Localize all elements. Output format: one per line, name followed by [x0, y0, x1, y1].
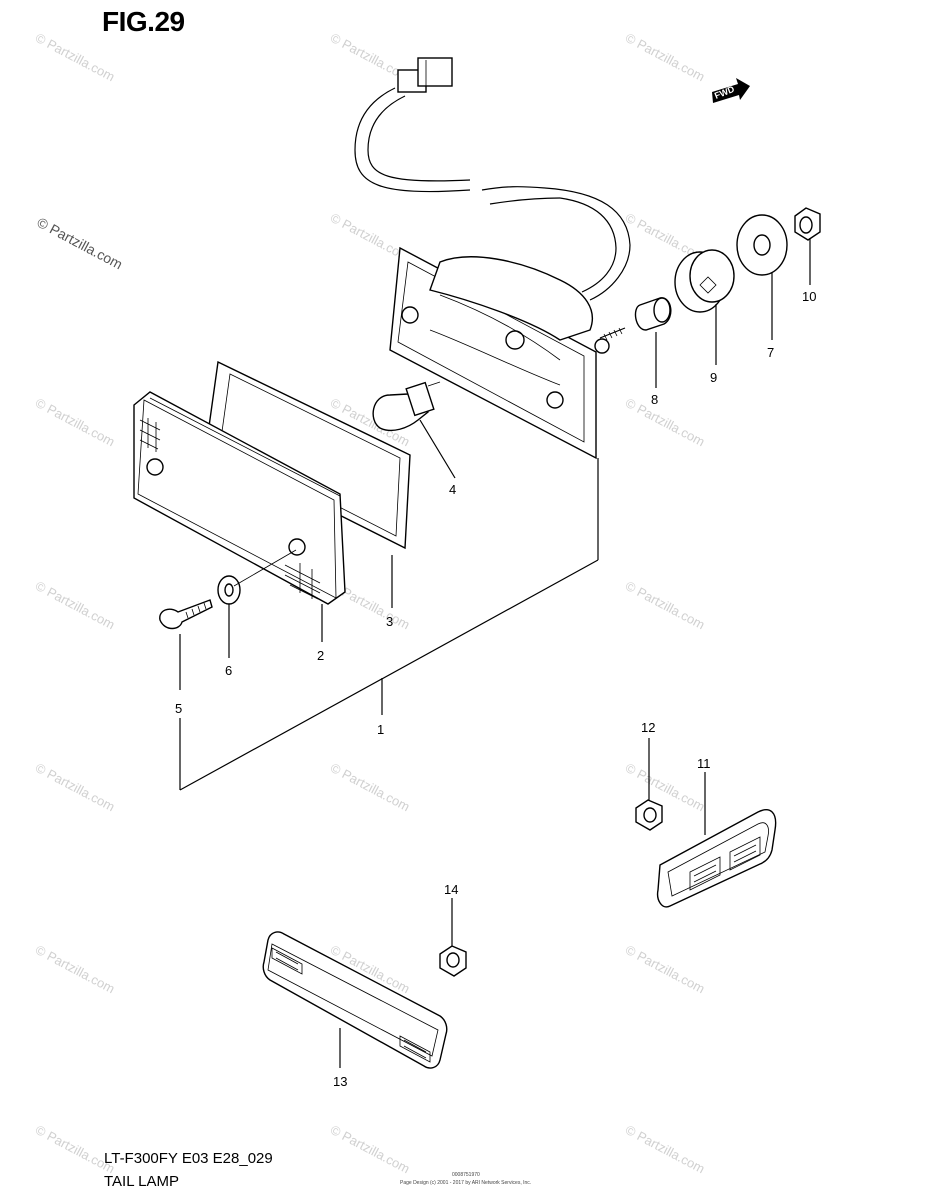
side-reflector — [656, 809, 777, 908]
wire-connector — [354, 57, 631, 301]
figure-title: FIG.29 — [102, 6, 185, 37]
bulb — [372, 381, 441, 432]
callout-3: 3 — [386, 614, 393, 629]
callout-5: 5 — [175, 701, 182, 716]
nut — [794, 207, 821, 241]
callout-7: 7 — [767, 345, 774, 360]
screw — [159, 599, 213, 630]
callout-12: 12 — [641, 720, 655, 735]
callout-9: 9 — [710, 370, 717, 385]
callout-2: 2 — [317, 648, 324, 663]
reflector-nut-rear — [439, 945, 467, 977]
gasket — [205, 360, 411, 550]
grommet — [674, 249, 735, 313]
callout-13: 13 — [333, 1074, 347, 1089]
callout-14: 14 — [444, 882, 458, 897]
spacer — [634, 297, 672, 331]
callout-11: 11 — [697, 756, 711, 771]
leader-lines — [179, 238, 811, 1068]
callout-4: 4 — [449, 482, 456, 497]
callout-8: 8 — [651, 392, 658, 407]
fineprint-copyright: Page Design (c) 2001 - 2017 by ARI Netwo… — [400, 1180, 532, 1186]
callout-1: 1 — [377, 722, 384, 737]
lamp-housing — [389, 246, 626, 460]
rear-reflector — [262, 931, 448, 1069]
callout-6: 6 — [225, 663, 232, 678]
lens — [133, 391, 346, 605]
washer — [217, 575, 241, 605]
reflector-nut — [635, 799, 663, 831]
forward-arrow-icon: FWD — [712, 78, 750, 103]
figure-caption: TAIL LAMP — [104, 1173, 180, 1190]
callout-10: 10 — [802, 289, 816, 304]
model-code: LT-F300FY E03 E28_029 — [104, 1150, 273, 1167]
fineprint-code: 0008751970 — [452, 1172, 480, 1178]
washer-large — [736, 214, 788, 276]
